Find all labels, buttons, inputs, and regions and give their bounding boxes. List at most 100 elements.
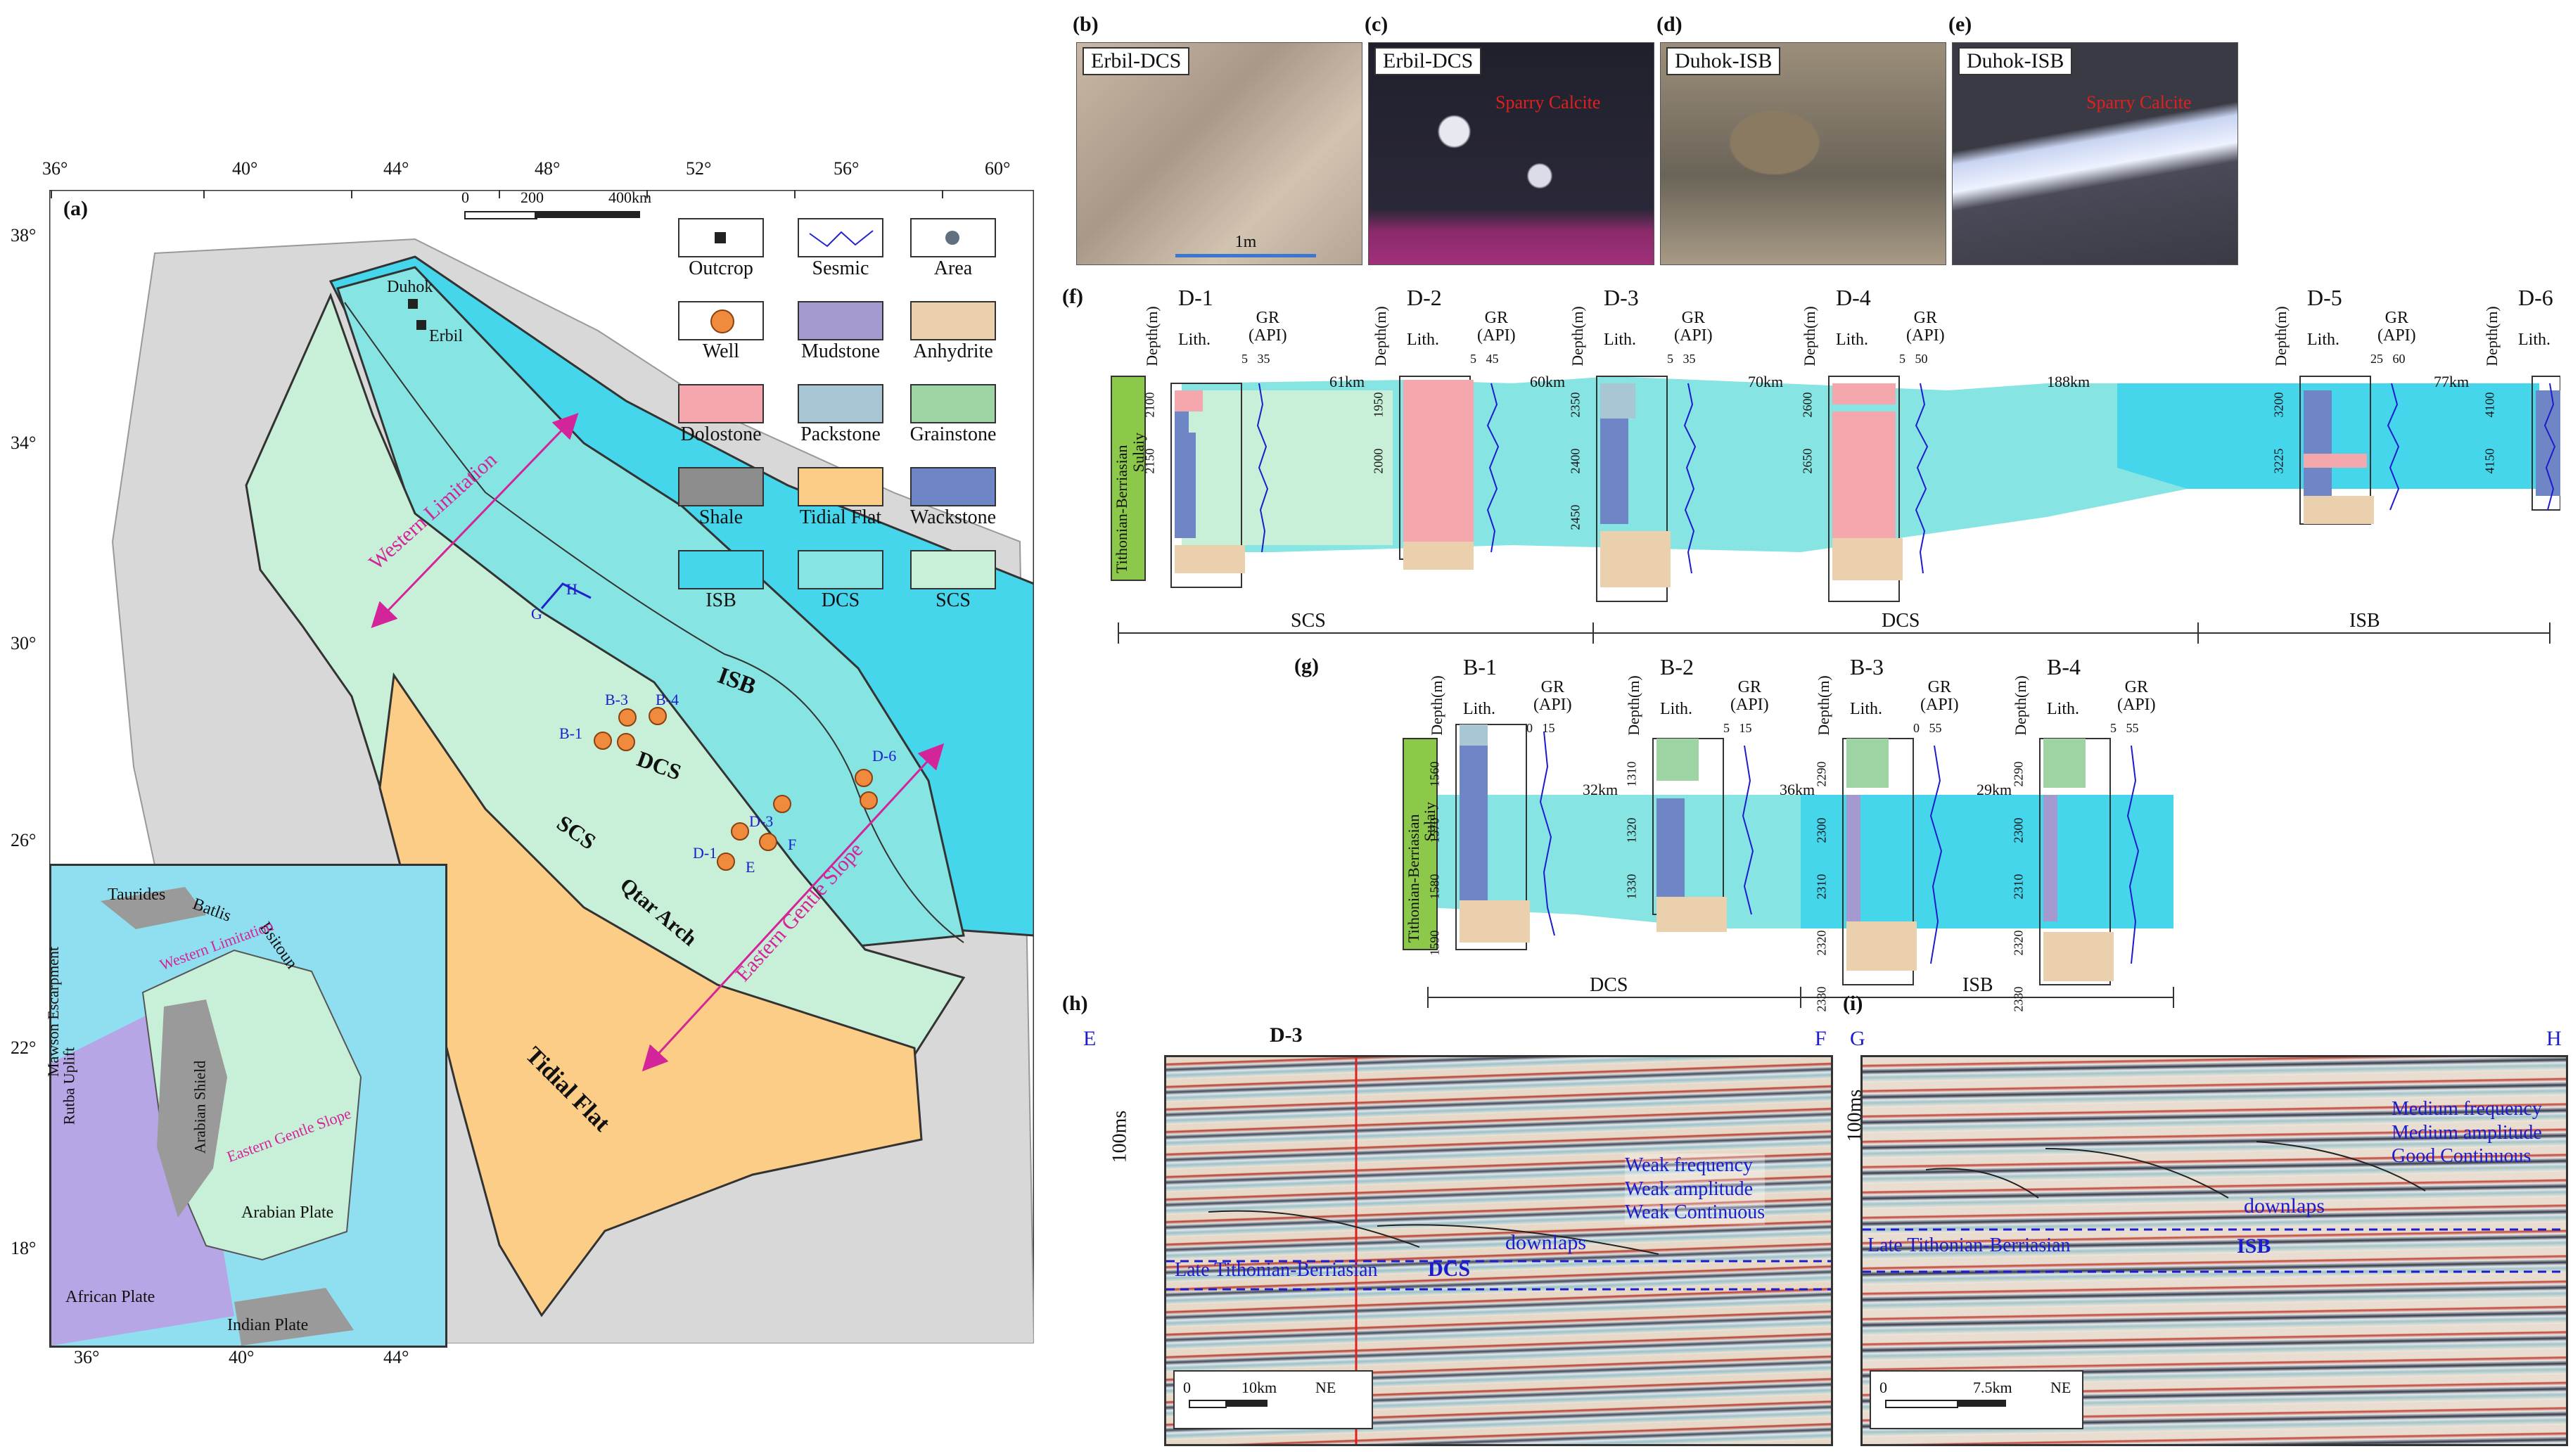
well-lith-header: Lith. <box>1660 700 1692 718</box>
legend-item: SCS <box>900 550 1006 612</box>
i-scale-dir: NE <box>2050 1379 2071 1396</box>
gr-max: 15 <box>1542 721 1555 735</box>
gr-min: 5 <box>1723 721 1730 735</box>
gr-header: GR <box>1540 678 1564 696</box>
scale-mid: 200 <box>521 189 544 206</box>
legend-item: Anhydrite <box>900 301 1006 363</box>
h-time-label: 100ms <box>1109 1110 1131 1163</box>
well-lith-header: Lith. <box>1836 331 1868 349</box>
depth-tick: 1560 <box>1427 761 1442 787</box>
scale-end: 400km <box>608 189 652 206</box>
api-header: (API) <box>1477 326 1516 345</box>
depth-tick: 1950 <box>1371 392 1386 418</box>
photo-panel: Duhok-ISB <box>1660 42 1946 265</box>
depth-tick: 2300 <box>2011 817 2026 843</box>
inset-taurides-label: Taurides <box>108 886 166 904</box>
depth-tick: 2320 <box>1814 930 1829 956</box>
panel-h-letter: (h) <box>1062 992 1088 1015</box>
h-horizon: Late Tithonian-Berriasian <box>1175 1259 1378 1281</box>
i-annotation-3: Good Continuous <box>2392 1145 2532 1168</box>
f-scs-band <box>1182 390 1393 545</box>
well-gr-header: GR(API) <box>1674 309 1713 345</box>
gr-header: GR <box>1927 678 1951 696</box>
gr-range: 5 55 <box>2110 721 2139 736</box>
well-name: B-3 <box>1850 654 1884 679</box>
photo-label: Erbil-DCS <box>1083 47 1190 75</box>
depth-tick: 1320 <box>1624 817 1639 843</box>
lon-label-56: 56° <box>834 158 860 179</box>
well-name: D-6 <box>2518 285 2553 310</box>
legend-item: Wackstone <box>900 467 1006 529</box>
legend-item: ISB <box>668 550 774 612</box>
h-zone: DCS <box>1428 1258 1471 1281</box>
gr-range: 0 15 <box>1526 721 1555 736</box>
gr-range: 5 35 <box>1241 352 1270 366</box>
photo-annotation: Sparry Calcite <box>2086 92 2192 113</box>
well-depth-header: Depth(m) <box>1800 306 1818 366</box>
well-depth-header: Depth(m) <box>1568 306 1586 366</box>
g-dist-1: 32km <box>1583 781 1618 798</box>
g-zone-dcs: DCS <box>1590 974 1628 996</box>
depth-tick: 2300 <box>1814 817 1829 843</box>
legend-swatch <box>910 384 996 423</box>
photo-letter: (d) <box>1656 13 1683 36</box>
panel-a-letter: (a) <box>63 197 88 220</box>
lon-label-36: 36° <box>42 158 68 179</box>
well-label-d6: D-6 <box>872 747 897 765</box>
panel-f-letter: (f) <box>1062 285 1083 308</box>
g-fm-name: Sulaiy <box>1421 802 1438 842</box>
photo-letter: (c) <box>1365 13 1388 36</box>
well-lith-header: Lith. <box>1850 700 1882 718</box>
legend-swatch <box>678 218 764 257</box>
i-left-label: G <box>1850 1027 1865 1050</box>
legend-label: Anhydrite <box>913 340 993 362</box>
f-dist-5: 77km <box>2434 373 2470 390</box>
legend-label: Outcrop <box>689 257 753 279</box>
legend-swatch <box>798 550 883 589</box>
well-name: B-2 <box>1660 654 1694 679</box>
photo-panel: Erbil-DCS 1m <box>1076 42 1362 265</box>
gr-min: 0 <box>1526 721 1533 735</box>
h-annotation: Weak frequency Weak amplitude Weak Conti… <box>1625 1154 1766 1225</box>
photo-scale: 1m <box>1234 233 1257 251</box>
g-stage-name: Tithonian-Berriasian <box>1405 814 1422 943</box>
legend-label: Wackstone <box>909 506 997 528</box>
legend-swatch <box>798 384 883 423</box>
depth-tick: 3225 <box>2271 448 2286 474</box>
f-zone-arrows <box>1118 622 2550 644</box>
gr-range: 5 50 <box>1899 352 1928 366</box>
lat-label-38: 38° <box>11 225 37 245</box>
legend-label: Area <box>933 257 973 279</box>
well-name: D-3 <box>1604 285 1639 310</box>
h-scale-box: 0 10km NE <box>1173 1370 1373 1429</box>
legend-label: Mudstone <box>801 340 880 362</box>
panel-i: (i) G H 100ms 0 7.5km NE Medium frequenc… <box>1843 992 2568 1449</box>
legend-swatch <box>910 218 996 257</box>
gr-range: 5 35 <box>1667 352 1696 366</box>
inset-mawson-label: Mawson Escarpment <box>44 946 62 1077</box>
h-right-label: F <box>1815 1027 1827 1050</box>
well-gr-header: GR(API) <box>1477 309 1516 345</box>
h-seismic-image: 0 10km NE <box>1164 1055 1833 1446</box>
well-gr-header: GR(API) <box>1249 309 1287 345</box>
lat-label-30: 30° <box>11 633 37 653</box>
gr-header: GR <box>2124 678 2148 696</box>
i-seismic-image: 0 7.5km NE <box>1860 1055 2568 1446</box>
depth-tick: 4100 <box>2482 392 2497 418</box>
depth-tick: 1310 <box>1624 761 1639 787</box>
legend-swatch <box>678 467 764 506</box>
f-zone-dcs: DCS <box>1882 610 1920 632</box>
depth-tick: 1330 <box>1624 874 1639 900</box>
f-zone-scs: SCS <box>1291 610 1326 632</box>
panel-a-map: (a) 0 200 400km ISB DCS SCS Qtar Arch Ti… <box>44 189 1035 1348</box>
api-header: (API) <box>2117 696 2156 715</box>
gr-min: 5 <box>1899 352 1905 366</box>
legend-swatch <box>798 301 883 340</box>
depth-tick: 2600 <box>1800 392 1815 418</box>
photo-letter: (b) <box>1073 13 1099 36</box>
photo-letter: (e) <box>1948 13 1972 36</box>
legend-item: Shale <box>668 467 774 529</box>
depth-tick: 2000 <box>1371 448 1386 474</box>
legend-item: DCS <box>788 550 893 612</box>
